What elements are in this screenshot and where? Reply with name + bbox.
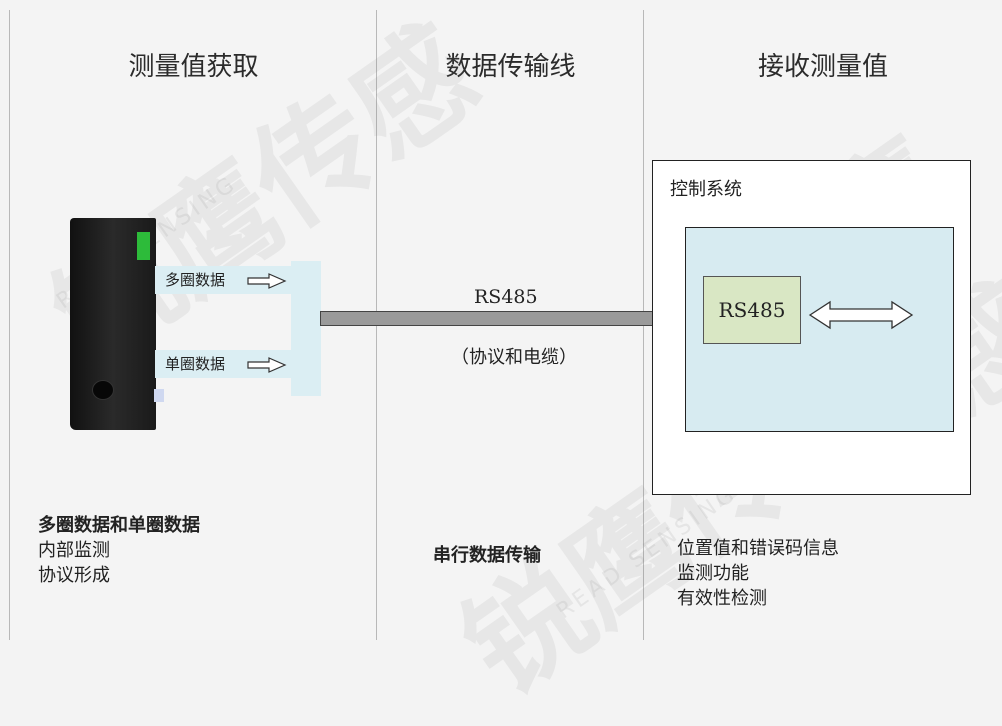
receiving-line: 有效性检测 [677, 588, 767, 609]
encoder-led [137, 232, 150, 260]
acquisition-heading: 多圈数据和单圈数据 [38, 515, 200, 536]
receiving-title: 接收测量值 [757, 52, 888, 82]
transmission-heading: 串行数据传输 [433, 545, 541, 566]
bidirectional-arrow-icon [808, 300, 914, 330]
rs485-cable [320, 311, 686, 326]
multi-turn-arrow-icon [247, 273, 287, 289]
single-turn-data-label: 单圈数据 [155, 350, 291, 378]
receiving-line: 监测功能 [677, 563, 749, 584]
protocol-cable-label: （协议和电缆） [451, 347, 577, 368]
acquisition-line: 协议形成 [38, 565, 110, 586]
multi-turn-data-text: 多圈数据 [165, 271, 226, 289]
receiving-line: 位置值和错误码信息 [677, 538, 839, 559]
acquisition-description: 多圈数据和单圈数据 内部监测 协议形成 [38, 513, 200, 588]
encoder-mount-hole [92, 380, 114, 400]
cable-rs485-label: RS485 [474, 286, 538, 308]
single-turn-arrow-icon [247, 357, 287, 373]
receiving-description: 位置值和错误码信息 监测功能 有效性检测 [677, 536, 839, 611]
rs485-interface-box: RS485 [703, 276, 801, 344]
control-system-title: 控制系统 [670, 179, 742, 200]
transmission-description: 串行数据传输 [433, 543, 541, 568]
acquisition-line: 内部监测 [38, 540, 110, 561]
acquisition-title: 测量值获取 [128, 52, 259, 82]
transmission-title: 数据传输线 [445, 52, 576, 82]
encoder-connector [291, 261, 321, 396]
encoder-foot [154, 389, 164, 402]
single-turn-data-text: 单圈数据 [165, 355, 226, 373]
